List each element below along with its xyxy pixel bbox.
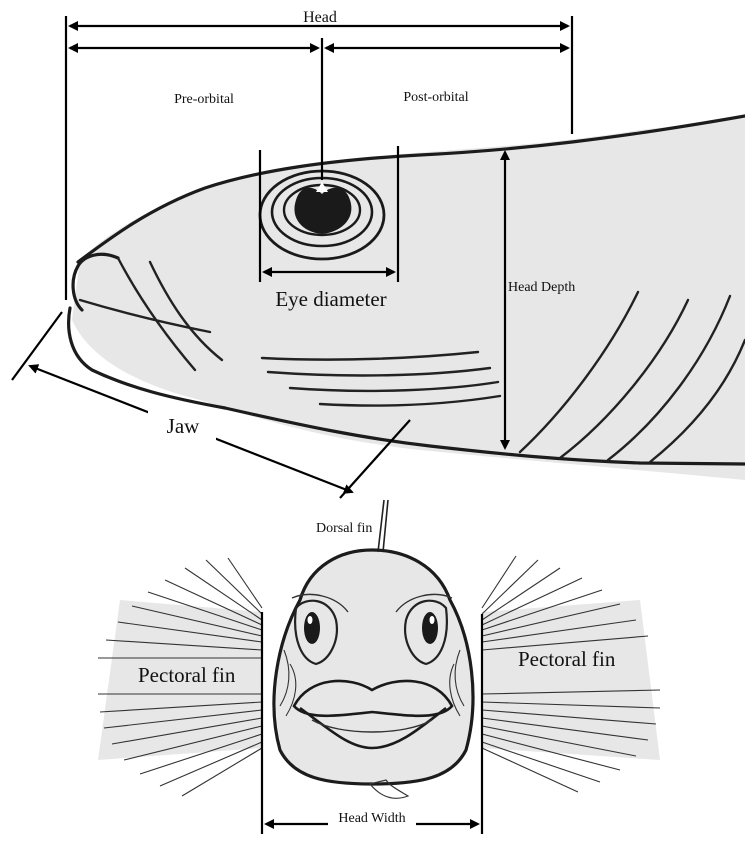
pre-orbital-label: Pre-orbital <box>174 92 234 107</box>
right-pectoral-fin <box>482 556 660 792</box>
dorsal-fin <box>378 500 388 552</box>
head-width-label: Head Width <box>338 811 405 826</box>
post-orbital-label: Post-orbital <box>403 90 468 105</box>
jaw-label: Jaw <box>167 414 200 438</box>
eye-diameter-label: Eye diameter <box>275 287 386 311</box>
head-measure: Head <box>66 9 572 40</box>
pectoral-fin-right-label: Pectoral fin <box>518 647 616 671</box>
head-depth-label: Head Depth <box>508 280 575 295</box>
head-label: Head <box>303 9 337 26</box>
pectoral-fin-left-label: Pectoral fin <box>138 663 236 687</box>
dorsal-fin-label: Dorsal fin <box>316 521 372 536</box>
